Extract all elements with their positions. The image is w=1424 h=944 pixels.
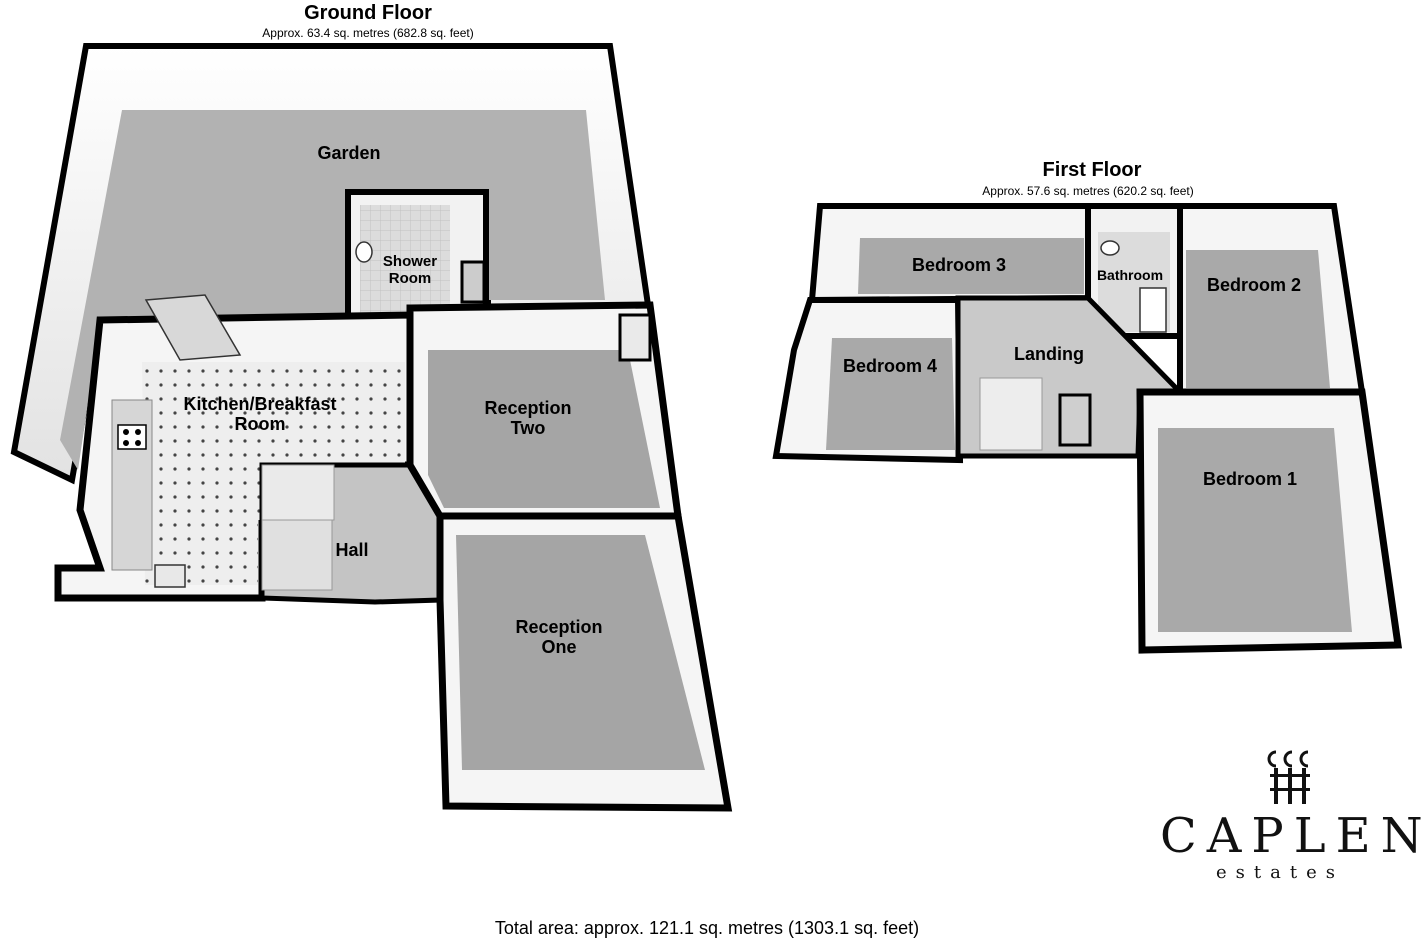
bedroom-2-room — [1177, 203, 1366, 395]
room-label-reception-one: Reception One — [515, 617, 603, 657]
room-label-reception-two: Reception Two — [484, 398, 572, 438]
bathroom-room — [1085, 203, 1183, 339]
bedroom-4-room — [772, 297, 964, 464]
ground-floor-area: Approx. 63.4 sq. metres (682.8 sq. feet) — [262, 26, 474, 40]
first-floor-title: First Floor — [1042, 159, 1142, 181]
shower-room — [345, 189, 489, 321]
room-label-bedroom-2: Bedroom 2 — [1206, 275, 1302, 295]
room-label-landing: Landing — [1014, 344, 1084, 364]
reception-one-room — [436, 512, 733, 812]
reception-two-room — [406, 301, 682, 520]
bedroom-1-room — [1136, 388, 1403, 654]
ground-floor-title: Ground Floor — [304, 2, 432, 24]
room-label-hall: Hall — [335, 540, 369, 560]
bedroom-3-room — [808, 203, 1091, 304]
room-label-bedroom-3: Bedroom 3 — [911, 255, 1007, 275]
room-label-bedroom-4: Bedroom 4 — [842, 356, 938, 376]
room-label-bathroom: Bathroom — [1096, 267, 1164, 283]
hall-room — [259, 462, 474, 605]
caplen-logo-icon — [1267, 750, 1310, 804]
first-floor-area: Approx. 57.6 sq. metres (620.2 sq. feet) — [982, 184, 1194, 198]
total-area-caption: Total area: approx. 121.1 sq. metres (13… — [494, 918, 920, 938]
logo-wordmark: CAPLEN — [1160, 808, 1424, 864]
room-label-kitchen: Kitchen/Breakfast Room — [183, 394, 337, 434]
room-label-shower-room: Shower Room — [382, 253, 438, 287]
logo-subtitle: estates — [1216, 862, 1344, 883]
room-label-garden: Garden — [317, 143, 381, 163]
room-label-bedroom-1: Bedroom 1 — [1202, 469, 1298, 489]
landing-room — [955, 295, 1186, 459]
